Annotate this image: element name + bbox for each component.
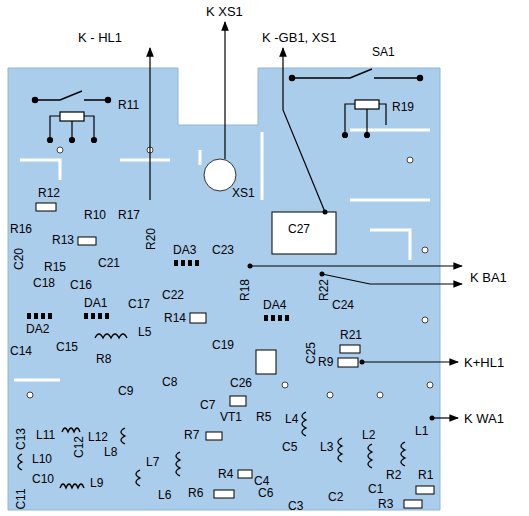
inductor-symbol (18, 334, 405, 488)
part-label: C14 (10, 344, 32, 358)
part-label: L8 (104, 445, 117, 459)
isolation-gaps (14, 130, 430, 380)
part-label: L7 (146, 455, 159, 469)
part-label: L5 (138, 325, 151, 339)
part-label: L4 (285, 412, 298, 426)
capacitor-symbol (230, 212, 336, 406)
part-label: DA4 (263, 298, 286, 312)
ic-pins (27, 260, 289, 321)
part-label: L2 (362, 428, 375, 442)
part-label: L1 (415, 424, 428, 438)
part-label: C20 (12, 248, 26, 270)
part-label: C19 (212, 338, 234, 352)
part-label: C6 (258, 486, 273, 500)
part-label: R4 (218, 467, 233, 481)
part-label: DA1 (84, 296, 107, 310)
part-label: C23 (212, 243, 234, 257)
part-label: C24 (332, 298, 354, 312)
part-label: R8 (96, 352, 111, 366)
part-label: R5 (256, 410, 271, 424)
part-label: C9 (118, 384, 133, 398)
socket-hole (204, 159, 236, 191)
part-label: R7 (184, 428, 199, 442)
part-label: R11 (118, 98, 139, 112)
part-label: C12 (72, 436, 86, 458)
part-label: R13 (52, 233, 74, 247)
part-label: C1 (368, 482, 383, 496)
resistor-symbol (36, 203, 434, 508)
part-label: R6 (188, 486, 203, 500)
part-label: R1 (418, 468, 433, 482)
part-label: C27 (288, 222, 310, 236)
vias (27, 147, 433, 398)
connection-label: K+HL1 (464, 355, 504, 370)
part-label: L3 (320, 440, 333, 454)
part-label: R3 (378, 497, 393, 511)
part-label: C4 (254, 474, 269, 488)
part-label: C15 (56, 340, 78, 354)
part-label: L12 (88, 430, 108, 444)
part-label: C2 (328, 490, 343, 504)
connection-label: K XS1 (206, 4, 243, 19)
part-label: R14 (164, 311, 186, 325)
part-label: R2 (386, 468, 401, 482)
part-label: C5 (282, 440, 297, 454)
part-label: C17 (128, 297, 150, 311)
connection-label: K -GB1, XS1 (262, 30, 336, 45)
part-label: VT1 (220, 410, 242, 424)
part-label: C11 (14, 488, 28, 509)
part-label: C8 (162, 375, 177, 389)
part-label: L6 (158, 488, 171, 502)
part-label: SA1 (372, 45, 395, 59)
lead-dots (248, 210, 435, 421)
part-label: R22 (317, 279, 331, 301)
part-label: R21 (340, 328, 362, 342)
part-label: L10 (32, 452, 52, 466)
leader-lines (150, 22, 462, 418)
part-label: R10 (84, 208, 106, 222)
part-label: C25 (304, 342, 318, 364)
connection-label: K WA1 (464, 411, 504, 426)
part-label: R16 (10, 222, 32, 236)
board (8, 68, 440, 510)
part-label: L9 (90, 476, 103, 490)
part-label: C7 (200, 398, 215, 412)
potentiometer-symbol (48, 100, 387, 143)
part-label: R15 (44, 260, 66, 274)
switch-symbol (33, 69, 423, 103)
connection-label: K BA1 (470, 270, 507, 285)
part-label: C18 (33, 276, 55, 290)
part-label: L11 (36, 428, 55, 442)
part-label: C26 (230, 376, 252, 390)
part-label: DA2 (26, 322, 49, 336)
part-label: R17 (118, 208, 140, 222)
part-label: R18 (238, 279, 252, 301)
part-label: R20 (144, 228, 158, 250)
part-label: C22 (162, 288, 184, 302)
connection-label: K - HL1 (78, 30, 122, 45)
part-label: DA3 (173, 243, 196, 257)
part-label: R12 (38, 186, 60, 200)
part-label: R9 (318, 355, 333, 369)
part-label: C16 (70, 278, 92, 292)
part-label: C13 (14, 428, 28, 450)
part-label: C3 (288, 499, 303, 513)
part-label: XS1 (232, 186, 255, 200)
part-label: C21 (98, 256, 120, 270)
part-label: R19 (392, 100, 414, 114)
part-label: C10 (32, 472, 54, 486)
